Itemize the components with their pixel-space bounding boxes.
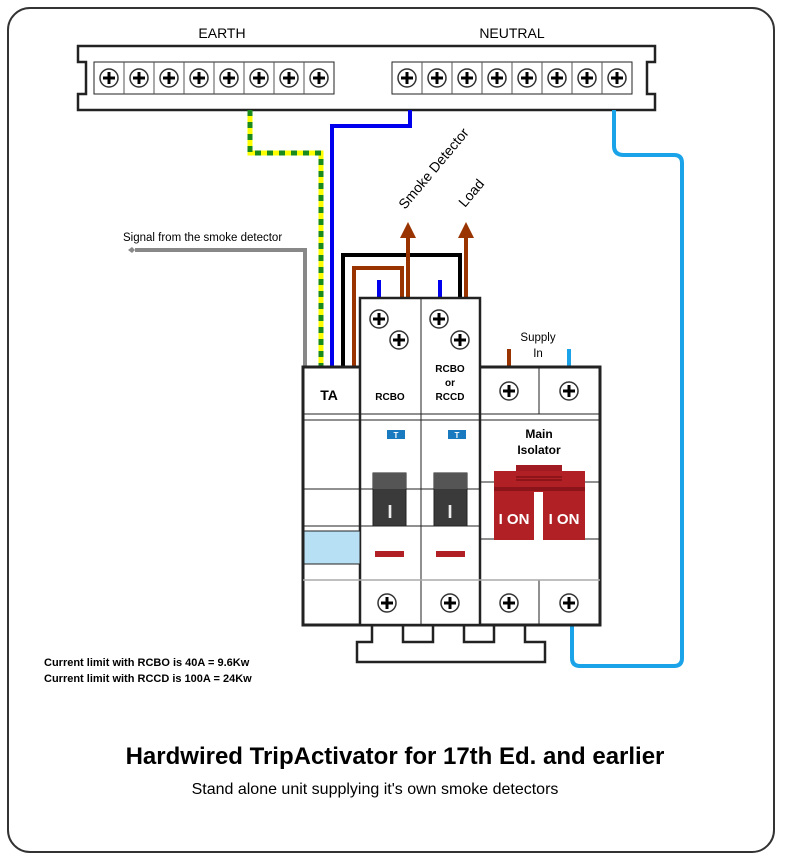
main-isolator-switch[interactable]: I ON I ON (494, 465, 585, 540)
diagram-title: Hardwired TripActivator for 17th Ed. and… (126, 743, 665, 770)
busbar (76, 44, 657, 112)
supply-in-label: In (533, 348, 543, 360)
neutral-label: NEUTRAL (479, 25, 545, 41)
rccd-test-button[interactable]: T (448, 430, 466, 440)
rccd-label-line3: RCCD (436, 392, 465, 403)
signal-wire-end (128, 247, 135, 253)
earth-terminal-screw-icon (99, 68, 119, 88)
rcbo-limit-note: Current limit with RCBO is 40A = 9.6Kw (44, 657, 250, 669)
ta-label: TA (320, 387, 338, 403)
test-label: T (455, 431, 460, 440)
live-brown-wire (352, 266, 404, 367)
rcbo-test-button[interactable]: T (387, 430, 405, 440)
earth-terminal-screw-icon (309, 68, 329, 88)
test-label: T (394, 431, 399, 440)
rcbo-toggle[interactable]: I (372, 472, 407, 527)
earth-terminal-screw-icon (279, 68, 299, 88)
toggle-label: I (447, 502, 452, 522)
rccd-label-line2: or (445, 378, 455, 389)
isolator-on-label: I ON (499, 511, 530, 528)
rccd-status-bar (436, 551, 465, 557)
supply-neutral-wire (570, 110, 684, 668)
ta-indicator-window (303, 530, 361, 565)
neutral-terminal-screw-icon (547, 68, 567, 88)
neutral-terminal-screw-icon (577, 68, 597, 88)
neutral-terminal-screw-icon (517, 68, 537, 88)
earth-label: EARTH (198, 25, 245, 41)
terminal-screw-icon (559, 593, 579, 613)
neutral-terminal-screw-icon (487, 68, 507, 88)
signal-label: Signal from the smoke detector (123, 232, 282, 244)
rcbo-status-bar (375, 551, 404, 557)
neutral-terminal-screw-icon (397, 68, 417, 88)
terminal-screw-icon (389, 330, 409, 350)
terminal-screw-icon (429, 309, 449, 329)
rcbo-label: RCBO (375, 392, 405, 403)
earth-terminal-screw-icon (159, 68, 179, 88)
terminal-screw-icon (377, 593, 397, 613)
toggle-label: I (387, 502, 392, 522)
earth-terminal-screw-icon (219, 68, 239, 88)
isolator-label: Main (525, 427, 552, 441)
earth-terminal-screw-icon (249, 68, 269, 88)
neutral-terminal-screw-icon (457, 68, 477, 88)
terminal-screw-icon (369, 309, 389, 329)
rccd-limit-note: Current limit with RCCD is 100A = 24Kw (44, 673, 252, 685)
rccd-toggle[interactable]: I (433, 472, 468, 527)
rccd-label-line1: RCBO (435, 364, 465, 375)
neutral-terminal-screw-icon (427, 68, 447, 88)
earth-terminal-screw-icon (189, 68, 209, 88)
isolator-label-2: Isolator (517, 443, 561, 457)
terminal-screw-icon (499, 593, 519, 613)
terminal-screw-icon (440, 593, 460, 613)
isolator-on-label: I ON (549, 511, 580, 528)
signal-wire (135, 248, 307, 367)
live-black-wire (341, 253, 462, 367)
neutral-terminal-screw-icon (607, 68, 627, 88)
terminal-screw-icon (450, 330, 470, 350)
diagram-subtitle: Stand alone unit supplying it's own smok… (192, 781, 559, 798)
neutral-wire (330, 110, 412, 367)
terminal-screw-icon (559, 381, 579, 401)
wires (135, 110, 684, 668)
supply-label: Supply (520, 332, 555, 344)
earth-terminal-screw-icon (129, 68, 149, 88)
din-rail-clip (355, 625, 547, 664)
earth-wire-stripe (247, 110, 324, 367)
terminal-screw-icon (499, 381, 519, 401)
